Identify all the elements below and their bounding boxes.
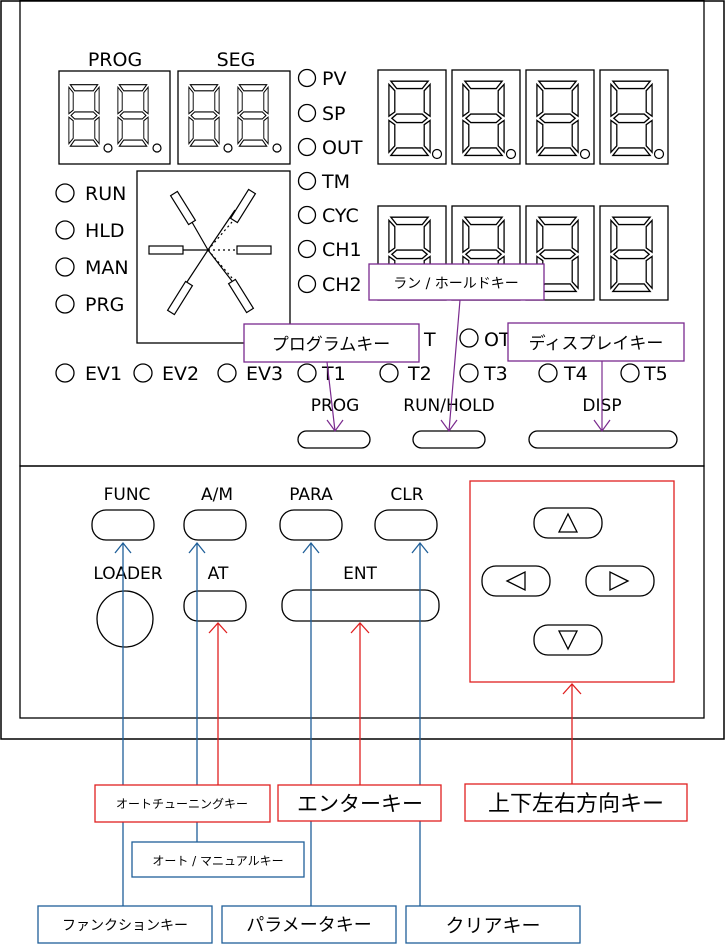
key-panel [19, 465, 705, 719]
program-key-callout: プログラムキー [243, 323, 420, 433]
left-arrow-icon [505, 570, 526, 592]
func-key[interactable] [91, 509, 155, 541]
prog-display-label: PROG [88, 49, 142, 71]
red-leader-lines [208, 622, 582, 785]
display-key-callout: ディスプレイキー [507, 322, 685, 433]
auto-manual-callout-text: オート / マニュアルキー [152, 854, 283, 868]
function-key-callout-text: ファンクションキー [62, 918, 188, 934]
indicator-ev2: EV2 [162, 363, 199, 385]
clr-key[interactable] [374, 509, 438, 541]
indicator-tm: TM [321, 171, 350, 193]
indicator-ev1: EV1 [85, 363, 122, 385]
function-key-callout: ファンクションキー [37, 905, 213, 944]
down-arrow-icon [557, 630, 579, 651]
indicator-t5: T5 [643, 363, 668, 385]
indicator-cyc: CYC [322, 205, 359, 227]
enter-key-callout: エンターキー [277, 784, 442, 822]
display-key-callout-text: ディスプレイキー [529, 333, 664, 354]
indicator-out: OUT [322, 137, 363, 159]
pv-digit-4 [599, 69, 669, 165]
at-key[interactable] [183, 590, 247, 622]
down-key[interactable] [533, 624, 603, 656]
seg-display [177, 70, 291, 165]
parameter-key-callout-text: パラメータキー [246, 915, 371, 936]
indicator-partial-ot: OT [484, 329, 511, 351]
am-key[interactable] [183, 509, 247, 541]
indicator-pv: PV [322, 68, 346, 90]
indicator-t1: T1 [321, 363, 346, 385]
seg-dot-2 [272, 143, 282, 153]
pv-indicator-list: PV SP OUT TM CYC CH1 CH2 [297, 68, 363, 296]
indicator-prg: PRG [85, 294, 124, 316]
para-key[interactable] [279, 509, 343, 541]
autotuning-callout: オートチューニングキー [94, 784, 271, 823]
prog-display [58, 70, 171, 165]
mode-indicator-list: RUN HLD MAN PRG [55, 183, 129, 316]
disp-key[interactable] [528, 430, 678, 449]
prog-key-label: PROG [311, 396, 360, 416]
indicator-man: MAN [85, 257, 129, 279]
prog-dot-1 [103, 143, 113, 153]
direction-keys-callout: 上下左右方向キー [464, 783, 688, 822]
left-key[interactable] [481, 565, 551, 597]
prog-dot-2 [152, 143, 162, 153]
seg-display-label: SEG [217, 49, 256, 71]
clr-key-label: CLR [390, 485, 423, 505]
run-hold-key-label: RUN/HOLD [403, 396, 494, 416]
up-key[interactable] [533, 507, 603, 539]
clear-key-callout-text: クリアキー [445, 915, 540, 937]
parameter-key-callout: パラメータキー [221, 905, 397, 944]
prog-key[interactable] [297, 430, 371, 449]
func-key-label: FUNC [104, 485, 151, 505]
right-key[interactable] [585, 565, 655, 597]
am-key-label: A/M [201, 485, 233, 505]
indicator-t4: T4 [563, 363, 588, 385]
ent-key[interactable] [281, 589, 440, 622]
run-hold-callout-text: ラン / ホールドキー [393, 276, 519, 292]
seg-dot-1 [223, 143, 233, 153]
indicator-sp: SP [322, 103, 346, 125]
indicator-partial-t: T [423, 329, 436, 351]
indicator-hld: HLD [85, 220, 125, 242]
sv-digit-4 [599, 205, 669, 301]
para-key-label: PARA [289, 485, 333, 505]
pv-digit-2 [451, 69, 521, 165]
program-key-callout-text: プログラムキー [272, 335, 391, 355]
sv-digit-3 [525, 205, 595, 301]
clear-key-callout: クリアキー [405, 905, 581, 944]
indicator-ch1: CH1 [322, 239, 362, 261]
pv-digit-3 [525, 69, 595, 165]
run-hold-key[interactable] [412, 430, 486, 449]
indicator-t2: T2 [407, 363, 432, 385]
run-hold-callout: ラン / ホールドキー [368, 263, 545, 433]
at-key-label: AT [208, 564, 229, 584]
event-indicator-list: EV1 EV2 EV3 T1 T2 T3 T4 T5 T OT [55, 328, 668, 385]
loader-label: LOADER [93, 564, 162, 584]
indicator-t3: T3 [483, 363, 508, 385]
direction-keys-frame [469, 480, 675, 683]
indicator-run: RUN [85, 183, 126, 205]
indicator-ch2: CH2 [322, 274, 362, 296]
pv-digit-1 [377, 69, 447, 165]
indicator-ev3: EV3 [246, 363, 283, 385]
auto-manual-callout: オート / マニュアルキー [131, 841, 305, 878]
enter-key-callout-text: エンターキー [297, 792, 423, 816]
loader-port [96, 590, 154, 648]
blue-leader-lines [114, 541, 429, 910]
right-arrow-icon [609, 570, 630, 592]
ent-key-label: ENT [343, 564, 377, 584]
up-arrow-icon [557, 512, 579, 533]
pattern-indicator [136, 170, 291, 344]
direction-keys-callout-text: 上下左右方向キー [488, 792, 664, 817]
autotuning-callout-text: オートチューニングキー [116, 797, 248, 811]
